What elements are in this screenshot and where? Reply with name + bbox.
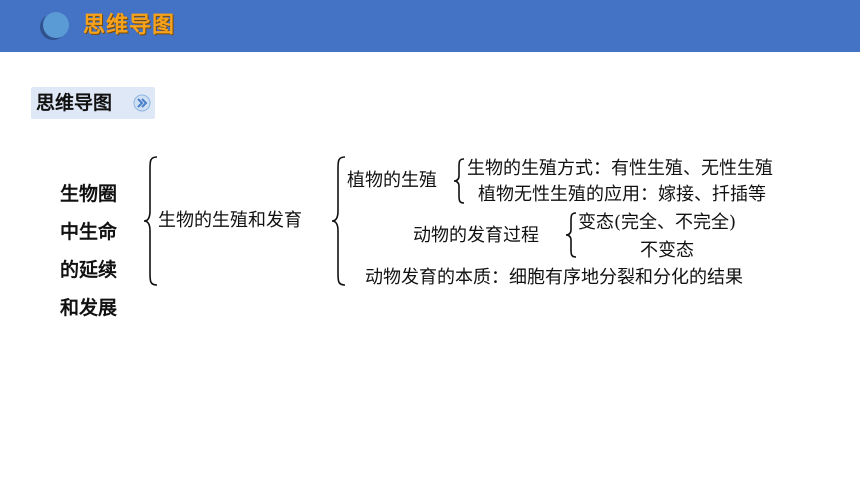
header-title: 思维导图 — [83, 13, 176, 38]
brace-root — [143, 156, 158, 286]
plant-child-2: 植物无性生殖的应用：嫁接、扦插等 — [478, 184, 766, 205]
root-line-1: 生物圈 — [60, 183, 118, 205]
development-essence-node: 动物发育的本质：细胞有序地分裂和分化的结果 — [365, 267, 743, 288]
mindmap-root: 生物圈 中生命 的延续 和发展 — [60, 175, 130, 327]
root-line-4: 和发展 — [60, 297, 118, 319]
level1-node: 生物的生殖和发育 — [158, 210, 302, 231]
root-line-3: 的延续 — [60, 259, 118, 281]
section-label: 思维导图 — [36, 92, 113, 114]
animal-child-2: 不变态 — [640, 240, 694, 261]
header-circle-icon — [43, 12, 69, 38]
root-line-2: 中生命 — [60, 221, 118, 243]
animal-development-node: 动物的发育过程 — [413, 225, 539, 246]
animal-child-1: 变态(完全、不完全) — [578, 212, 737, 233]
double-chevron-right-icon — [133, 94, 151, 112]
header-bar: 思维导图 — [0, 0, 860, 52]
brace-plant — [453, 158, 465, 204]
brace-level1 — [331, 156, 346, 286]
plant-child-1: 生物的生殖方式：有性生殖、无性生殖 — [467, 158, 773, 179]
brace-animal — [565, 212, 577, 258]
plant-reproduction-node: 植物的生殖 — [347, 170, 437, 191]
